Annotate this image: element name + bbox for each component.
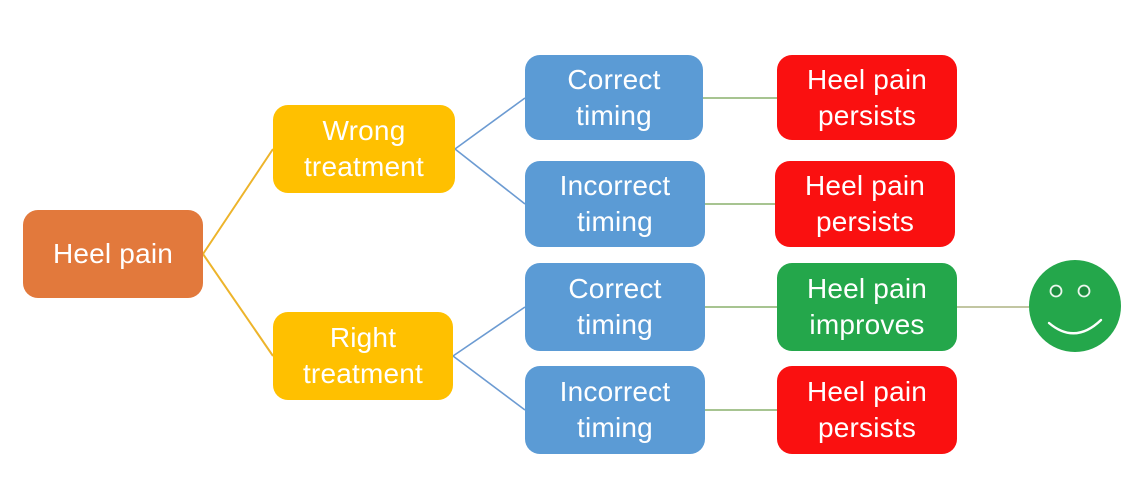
edge-right-correct-timing: [452, 306, 526, 357]
edge-root-wrong-treatment: [202, 148, 274, 255]
node-outcome-persists-3: Heel pain persists: [777, 366, 957, 454]
node-incorrect-timing-right-branch: Incorrect timing: [525, 366, 705, 454]
node-outcome-persists-2: Heel pain persists: [775, 161, 955, 247]
edge-right-incorrect-timing: [452, 355, 526, 411]
node-wrong-treatment: Wrong treatment: [273, 105, 455, 193]
node-heel-pain: Heel pain: [23, 210, 203, 298]
node-correct-timing-wrong-branch: Correct timing: [525, 55, 703, 140]
edge-root-right-treatment: [202, 253, 274, 357]
node-correct-timing-right-branch: Correct timing: [525, 263, 705, 351]
node-right-treatment: Right treatment: [273, 312, 453, 400]
smiley-face-icon: [1029, 260, 1121, 352]
edge-wrong-incorrect-timing: [454, 148, 526, 205]
edge-wrong-correct-timing: [454, 97, 526, 150]
node-outcome-improves: Heel pain improves: [777, 263, 957, 351]
node-outcome-persists-1: Heel pain persists: [777, 55, 957, 140]
node-incorrect-timing-wrong-branch: Incorrect timing: [525, 161, 705, 247]
